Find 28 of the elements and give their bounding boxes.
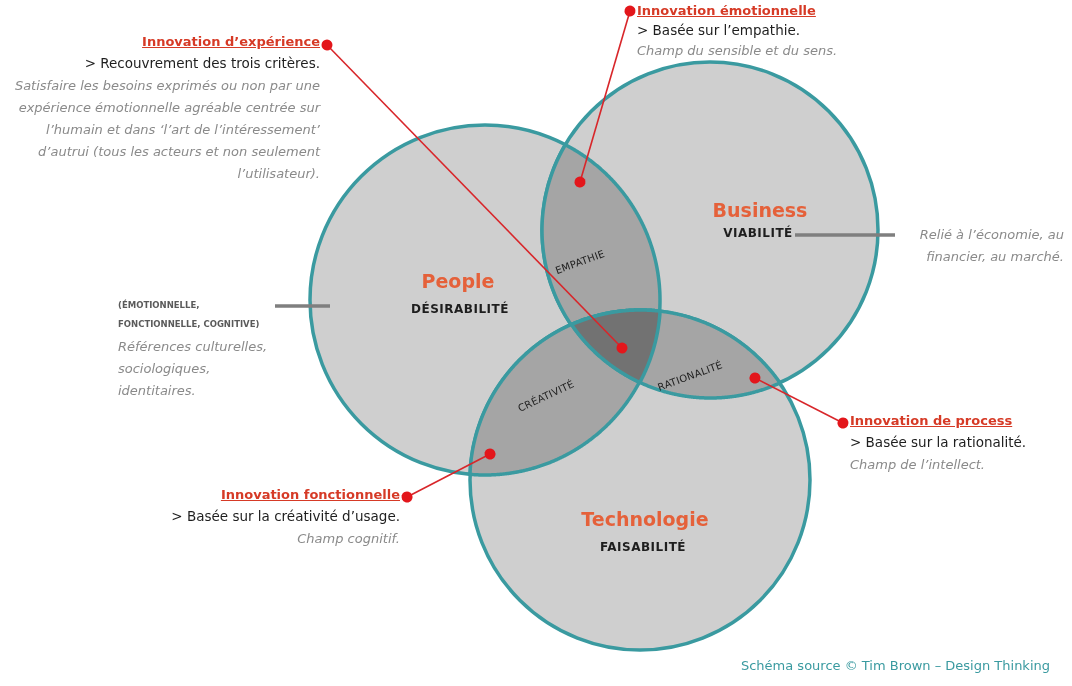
annotation-text: Champ de l’intellect.	[850, 456, 985, 474]
circle-title: People	[420, 270, 496, 292]
source-caption: Schéma source © Tim Brown – Design Thinking	[740, 658, 1050, 673]
criterion-label: VIABILITÉ	[722, 226, 794, 240]
innovation-title: Innovation de process	[850, 413, 1013, 428]
annotation-text: Références culturelles, sociologiques, identitaires.	[118, 338, 268, 400]
criterion-label: FAISABILITÉ	[598, 540, 688, 554]
innovation-title: Innovation fonctionnelle	[220, 487, 400, 502]
connector-line	[275, 304, 330, 308]
innovation-summary: > Basée sur l’empathie.	[637, 21, 801, 40]
leader-line	[574, 5, 636, 188]
connector-line	[795, 233, 895, 237]
leader-line	[401, 448, 496, 503]
leader-line	[749, 372, 849, 429]
innovation-title: Innovation émotionnelle	[637, 2, 816, 20]
annotation-text: Champ cognitif.	[297, 530, 400, 548]
annotation-text: Champ du sensible et du sens.	[637, 42, 838, 60]
circle-title: Technologie	[580, 508, 710, 530]
criterion-label: DÉSIRABILITÉ	[410, 302, 510, 316]
criteria-list: (ÉMOTIONNELLE, FONCTIONNELLE, COGNITIVE)	[118, 296, 268, 334]
annotation-text: Satisfaire les besoins exprimés ou non par une expérience émotionnelle agréable centrée sur l’humain et dans ‘l’art de l’intéressement’ d’autrui (tous les acteurs et non seulement l’utilisateur).	[13, 77, 320, 183]
innovation-summary: > Basée sur la créativité d’usage.	[171, 508, 400, 524]
innovation-title: Innovation d’expérience	[142, 34, 320, 49]
leader-line	[321, 39, 628, 354]
circle-title: Business	[711, 199, 809, 221]
innovation-summary: > Basée sur la rationalité.	[850, 434, 1027, 450]
annotation-text: Relié à l’économie, au financier, au marché.	[918, 226, 1064, 266]
innovation-summary: > Recouvrement des trois critères.	[84, 55, 320, 71]
